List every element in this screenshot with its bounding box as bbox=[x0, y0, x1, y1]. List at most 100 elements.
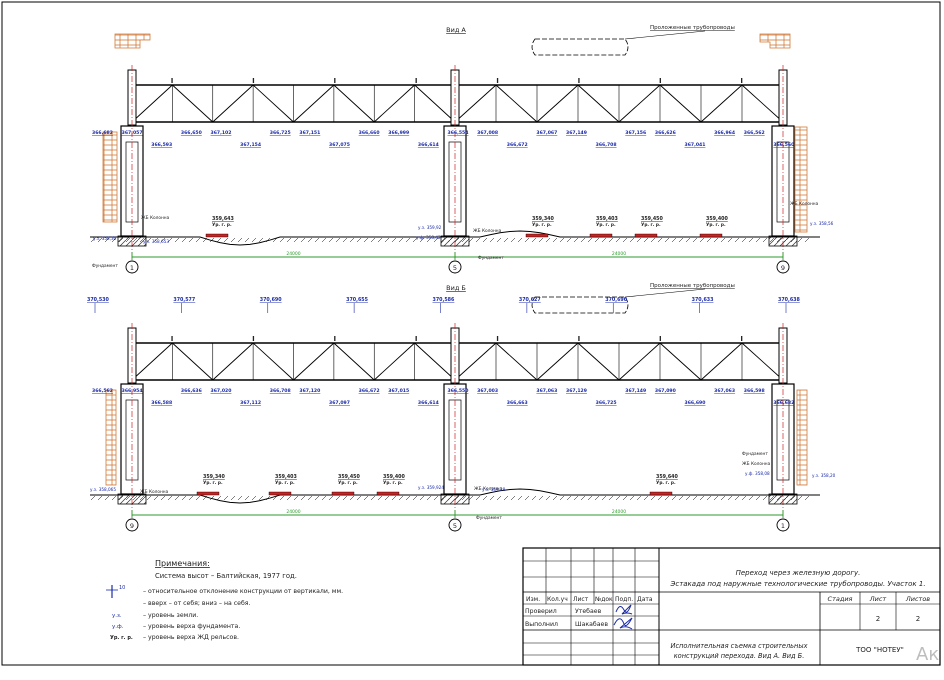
ground-hatch bbox=[629, 495, 635, 501]
ground-hatch bbox=[580, 495, 586, 501]
ground-hatch bbox=[545, 495, 551, 501]
ground-hatch bbox=[496, 237, 502, 243]
ground-hatch bbox=[335, 237, 341, 243]
ground-hatch bbox=[90, 495, 96, 501]
ground-hatch bbox=[650, 237, 656, 243]
ground-hatch bbox=[587, 495, 593, 501]
tb-header-data: Дата bbox=[637, 596, 653, 603]
elevation-label: 366,663 bbox=[507, 400, 528, 406]
ground-hatch bbox=[209, 495, 215, 501]
ground-hatch bbox=[349, 495, 355, 501]
truss-diagonal bbox=[414, 342, 456, 381]
ground-hatch bbox=[503, 237, 509, 243]
ground-hatch bbox=[475, 495, 481, 501]
ground-hatch bbox=[405, 237, 411, 243]
rail-marker bbox=[331, 491, 355, 496]
elevation-label: 367,120 bbox=[299, 388, 320, 394]
elevation-label: 367,149 bbox=[566, 130, 587, 136]
elevation-label: 366,593 bbox=[151, 142, 172, 148]
ground-hatch bbox=[489, 495, 495, 501]
rail-tag: Ур. г. р. bbox=[275, 480, 295, 486]
top-elevation-label: 370,638 bbox=[778, 297, 801, 303]
ground-hatch bbox=[804, 495, 810, 501]
rail-elevation: 359,450 bbox=[641, 216, 664, 222]
ground-hatch bbox=[741, 495, 747, 501]
ground-hatch bbox=[755, 237, 761, 243]
axis-bubble bbox=[776, 260, 790, 274]
ground-hatch bbox=[783, 237, 789, 243]
tb-role-performed: Выполнил bbox=[525, 621, 558, 628]
beam-marker: I bbox=[578, 335, 581, 343]
ground-hatch bbox=[146, 495, 152, 501]
truss-diagonal bbox=[293, 84, 335, 123]
span-dimension: 24000 bbox=[286, 509, 300, 515]
ground-hatch bbox=[447, 495, 453, 501]
ground-hatch bbox=[363, 237, 369, 243]
tb-stage-label: Стадия bbox=[828, 595, 853, 603]
truss-diagonal bbox=[252, 84, 294, 123]
tb-title-line2: Эстакада под наружные технологические тр… bbox=[669, 580, 925, 588]
truss-diagonal bbox=[252, 342, 294, 381]
beam-marker: I bbox=[415, 77, 418, 85]
pipe-label: Проложенные трубопроводы bbox=[650, 25, 735, 31]
truss-diagonal bbox=[577, 84, 620, 123]
ground-hatch bbox=[566, 495, 572, 501]
signature-1 bbox=[615, 604, 633, 615]
foundation-label: Фундамент bbox=[476, 515, 502, 521]
ground-hatch bbox=[685, 495, 691, 501]
brick-wall bbox=[102, 131, 118, 223]
ground-mark: у.з. 358,653 bbox=[143, 239, 169, 244]
ground-hatch bbox=[307, 237, 313, 243]
ground-hatch bbox=[741, 237, 747, 243]
ground-hatch bbox=[314, 495, 320, 501]
view-title: Вид А bbox=[446, 26, 466, 34]
tb-role-checked: Проверил bbox=[525, 608, 557, 615]
axis-label: 1 bbox=[130, 264, 134, 272]
ground-hatch bbox=[293, 495, 299, 501]
truss-diagonal bbox=[618, 342, 661, 381]
ground-hatch bbox=[356, 237, 362, 243]
elevation-label: 366,672 bbox=[359, 388, 380, 394]
ground-hatch bbox=[370, 237, 376, 243]
elevation-label: 367,067 bbox=[536, 130, 557, 136]
ground-hatch bbox=[314, 237, 320, 243]
ground-hatch bbox=[97, 495, 103, 501]
pipe-label: Проложенные трубопроводы bbox=[650, 283, 735, 289]
ground-hatch bbox=[335, 495, 341, 501]
pipe-outline bbox=[531, 296, 629, 314]
beam-marker: I bbox=[415, 335, 418, 343]
ground-hatch bbox=[601, 237, 607, 243]
ground-hatch bbox=[790, 495, 796, 501]
elevation-label: 367,003 bbox=[477, 388, 498, 394]
elevation-label: 367,097 bbox=[329, 400, 350, 406]
ground-hatch bbox=[433, 237, 439, 243]
axis-label: 9 bbox=[130, 522, 134, 530]
elevation-label: 366,550 bbox=[448, 388, 469, 394]
note-item-3: – вверх – от себя; вниз – на себя. bbox=[143, 599, 251, 607]
truss-diagonal bbox=[495, 84, 538, 123]
ground-hatch bbox=[797, 237, 803, 243]
ground-hatch bbox=[384, 237, 390, 243]
ground-hatch bbox=[531, 237, 537, 243]
ground-hatch bbox=[244, 237, 250, 243]
span-dimension: 24000 bbox=[612, 251, 626, 257]
ground-hatch bbox=[272, 495, 278, 501]
ground-hatch bbox=[692, 495, 698, 501]
elevation-label: 366,614 bbox=[418, 142, 439, 148]
ground-hatch bbox=[237, 237, 243, 243]
tb-sheets-total: 2 bbox=[916, 615, 920, 623]
ground-hatch bbox=[720, 495, 726, 501]
elevation-label: 367,156 bbox=[625, 130, 646, 136]
truss-diagonal bbox=[659, 342, 702, 381]
column-label: ЖБ Колонна bbox=[141, 215, 170, 221]
ground-hatch bbox=[391, 495, 397, 501]
ground-hatch bbox=[622, 495, 628, 501]
elevation-label: 366,999 bbox=[388, 130, 409, 136]
axis-label: 1 bbox=[781, 522, 785, 530]
ground-hatch bbox=[790, 237, 796, 243]
ground-hatch bbox=[118, 237, 124, 243]
truss-diagonal bbox=[618, 84, 661, 123]
rail-elevation: 359,340 bbox=[532, 216, 555, 222]
ground-hatch bbox=[531, 495, 537, 501]
ground-hatch bbox=[377, 237, 383, 243]
